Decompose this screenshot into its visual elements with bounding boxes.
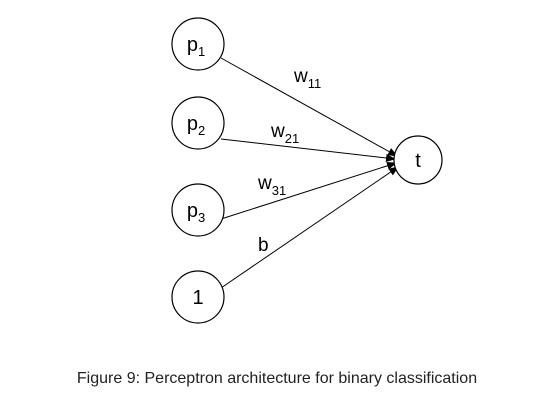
figure-caption: Figure 9: Perceptron architecture for bi… (76, 370, 478, 387)
edge-label-w11-base: w (293, 66, 308, 87)
edge-b (220, 166, 399, 289)
node-output-label: t (415, 150, 421, 172)
edge-label-w21-base: w (270, 121, 285, 142)
node-input-3-sub: 3 (198, 210, 205, 225)
node-bias: 1 (171, 270, 225, 324)
node-input-3: p3 (171, 183, 225, 237)
node-input-1-sub: 1 (198, 44, 205, 59)
edge-label-w11: w11 (293, 66, 321, 91)
edge-label-w31: w31 (257, 173, 286, 198)
svg-text:p2: p2 (187, 113, 205, 138)
svg-text:p3: p3 (187, 200, 205, 225)
edge-label-w31-sub: 31 (272, 183, 286, 198)
node-input-1-base: p (187, 34, 198, 56)
edge-w31 (220, 161, 397, 220)
node-input-2-sub: 2 (198, 123, 205, 138)
edge-label-w31-base: w (257, 173, 272, 194)
node-bias-label: 1 (192, 287, 203, 309)
edge-label-w21: w21 (270, 121, 299, 146)
node-input-2: p2 (171, 96, 225, 150)
node-input-3-base: p (187, 200, 198, 222)
edge-w11 (220, 57, 398, 157)
svg-text:p1: p1 (187, 34, 205, 59)
edge-label-w21-sub: 21 (285, 131, 299, 146)
node-input-2-base: p (187, 113, 198, 135)
edge-label-b: b (258, 235, 269, 256)
edge-label-w11-sub: 11 (308, 76, 322, 91)
edge-w21 (220, 138, 396, 162)
node-output: t (393, 135, 443, 185)
node-input-1: p1 (171, 17, 225, 71)
